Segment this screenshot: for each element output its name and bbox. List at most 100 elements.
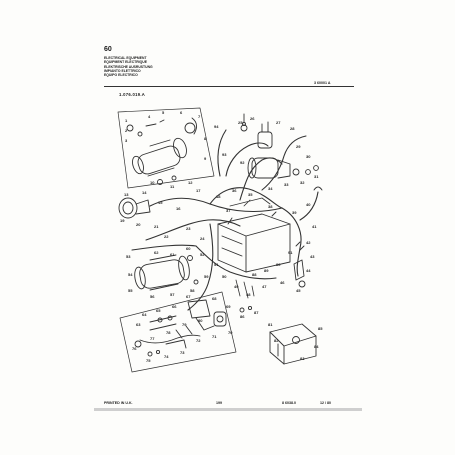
callout-label: 4	[148, 114, 151, 119]
starter-detail-frame	[117, 107, 215, 189]
callout-label: 30	[306, 154, 311, 159]
callout-label: 71	[212, 334, 217, 339]
callout-label: 85	[318, 326, 323, 331]
callout-label: 7	[198, 114, 201, 119]
callout-label: 48	[246, 292, 251, 297]
footer-date: 12 / 80	[320, 401, 331, 405]
callout-label: 38	[268, 204, 273, 209]
callout-label: 13	[124, 192, 129, 197]
callout-label: 22	[164, 234, 169, 239]
callout-label: 25	[238, 120, 243, 125]
callout-label: 12	[188, 180, 193, 185]
callout-label: 39	[292, 210, 297, 215]
callout-label: 6	[180, 110, 183, 115]
callout-label: 11	[170, 184, 175, 189]
footer-printed: PRINTED IN U.K.	[104, 401, 133, 405]
callout-label: 2	[125, 128, 128, 133]
illustration-reference: 1.076.019.A	[119, 92, 146, 97]
callout-label: 19	[120, 218, 125, 223]
callout-label: 47	[262, 284, 267, 289]
callout-label: 55	[128, 288, 133, 293]
callout-label: 49	[234, 284, 239, 289]
callout-label: 89	[264, 268, 269, 273]
callout-label: 92	[240, 160, 245, 165]
title-en: ELECTRICAL EQUIPMENT	[104, 56, 147, 60]
callout-label: 82	[274, 338, 279, 343]
callout-label: 32	[300, 180, 305, 185]
callout-label: 51	[214, 262, 219, 267]
callout-label: 57	[170, 292, 175, 297]
callout-label: 24	[200, 236, 205, 241]
footer-code: 8 6038.0	[282, 401, 296, 405]
callout-label: 40	[306, 202, 311, 207]
callout-label: 43	[310, 254, 315, 259]
callout-label: 3	[125, 138, 128, 143]
callout-label: 41	[312, 224, 317, 229]
callout-label: 16	[176, 206, 181, 211]
callout-label: 61	[170, 252, 175, 257]
callout-label: 20	[136, 222, 141, 227]
cable-ties	[235, 279, 255, 299]
title-de: ELEKTRISCHE AUSRUSTUNG	[104, 64, 153, 69]
callout-label: 93	[222, 152, 227, 157]
callout-label: 15	[158, 200, 163, 205]
callout-label: 63	[136, 322, 141, 327]
battery-clamp	[229, 197, 271, 207]
callout-label: 59	[204, 274, 209, 279]
callout-label: 78	[166, 330, 171, 335]
callout-label: 83	[300, 356, 305, 361]
callout-label: 68	[212, 296, 217, 301]
callout-label: 21	[154, 224, 159, 229]
callout-label: 28	[290, 126, 295, 131]
callout-label: 69	[226, 304, 231, 309]
main-wiring-loom	[131, 129, 319, 311]
callout-label: 52	[200, 252, 205, 257]
callout-label: 60	[186, 246, 191, 251]
battery	[217, 211, 291, 273]
callout-label: 34	[268, 186, 273, 191]
callout-label: 94	[214, 124, 219, 129]
callout-label: 33	[284, 182, 289, 187]
callout-label: 27	[276, 120, 281, 125]
title-fr: EQUIPMENT ELECTRIQUE	[104, 60, 147, 65]
section-number: 60	[104, 46, 112, 53]
callout-label: 5	[162, 110, 165, 115]
header-rule	[104, 86, 354, 87]
callout-label: 14	[142, 190, 147, 195]
bottom-edge	[94, 408, 362, 411]
callout-label: 91	[288, 250, 293, 255]
callout-label: 72	[196, 338, 201, 343]
callout-label: 62	[154, 250, 159, 255]
callout-label: 56	[150, 294, 155, 299]
callout-label: 23	[186, 226, 191, 231]
callout-label: 54	[128, 272, 133, 277]
callout-label: 37	[226, 208, 231, 213]
footer-page-number: 199	[216, 401, 222, 405]
callout-labels: 1 2 3 4 5 6 7 8 9 10 11 12 13 14 15 16 1…	[120, 110, 323, 363]
regulator	[240, 113, 273, 149]
callout-label: 90	[276, 262, 281, 267]
generator	[247, 157, 319, 179]
callout-label: 17	[196, 188, 201, 193]
callout-label: 75	[146, 358, 151, 363]
callout-label: 88	[252, 272, 257, 277]
switch-detail-frame	[119, 291, 237, 373]
callout-label: 58	[190, 288, 195, 293]
callout-label: 50	[222, 274, 227, 279]
callout-label: 74	[164, 354, 169, 359]
callout-label: 87	[254, 310, 259, 315]
starter-motor-exploded	[126, 117, 197, 185]
callout-label: 46	[280, 280, 285, 285]
callout-label: 73	[180, 350, 185, 355]
callout-label: 79	[182, 322, 187, 327]
callout-label: 81	[268, 322, 273, 327]
callout-label: 77	[150, 336, 155, 341]
callout-label: 26	[250, 116, 255, 121]
callout-label: 65	[156, 308, 161, 313]
callout-label: 29	[296, 144, 301, 149]
switch-exploded	[134, 299, 227, 357]
callout-label: 44	[306, 268, 311, 273]
callout-label: 8	[204, 136, 207, 141]
callout-label: 45	[296, 288, 301, 293]
